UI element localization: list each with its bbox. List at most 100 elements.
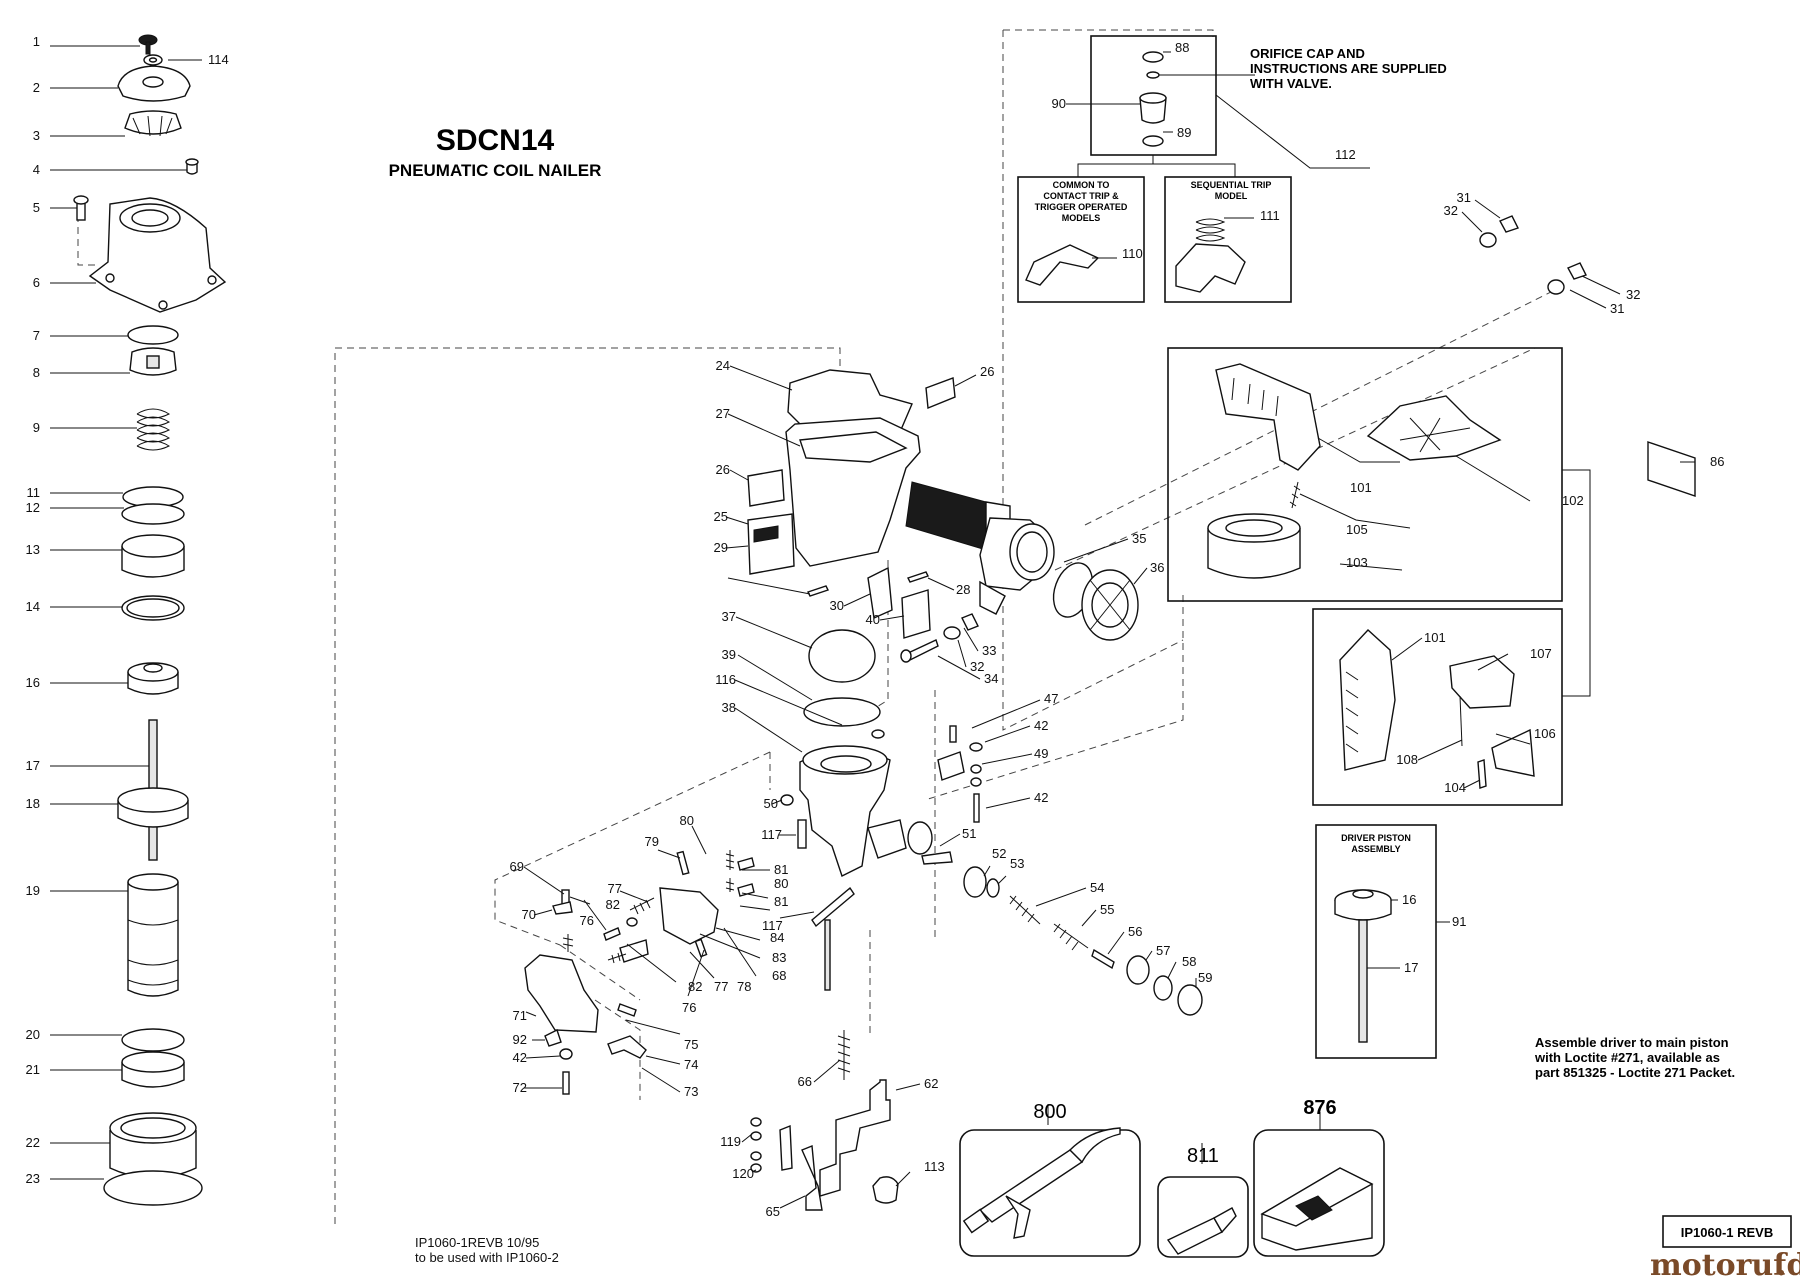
- part-callout-52: 52: [992, 846, 1006, 861]
- accessory-800: [959, 1127, 1141, 1257]
- part-callout-4: 4: [33, 162, 40, 177]
- part-callout-104: 104: [1444, 780, 1466, 795]
- part-callout-79: 79: [645, 834, 659, 849]
- part-callout-105: 105: [1346, 522, 1368, 537]
- part-callout-111: 111: [1260, 208, 1280, 223]
- part-callout-120: 120: [732, 1166, 754, 1181]
- part-callout-32: 32: [970, 659, 984, 674]
- part-callout-32: 32: [1626, 287, 1640, 302]
- common-trip-caption-3: TRIGGER OPERATED: [1035, 202, 1128, 212]
- part-callout-77: 77: [608, 881, 622, 896]
- part-callout-24: 24: [716, 358, 730, 373]
- part-callout-56: 56: [1128, 924, 1142, 939]
- magazine-box-upper: [1167, 347, 1591, 697]
- part-callout-42: 42: [513, 1050, 527, 1065]
- part-callout-22: 22: [26, 1135, 40, 1150]
- part-callout-89: 89: [1177, 125, 1191, 140]
- part-callout-16: 16: [1402, 892, 1416, 907]
- watermark-main: motoruf: [1650, 1248, 1788, 1280]
- footer-code-line-1: IP1060-1REVB 10/95: [415, 1235, 539, 1250]
- part-callout-72: 72: [513, 1080, 527, 1095]
- part-callout-13: 13: [26, 542, 40, 557]
- part-callout-59: 59: [1198, 970, 1212, 985]
- part-callout-76: 76: [580, 913, 594, 928]
- accessory-label-800: 800: [1033, 1101, 1066, 1123]
- part-callout-26: 26: [716, 462, 730, 477]
- part-callout-117: 117: [761, 827, 782, 842]
- part-callout-12: 12: [26, 500, 40, 515]
- magazine-plates: [750, 1079, 899, 1211]
- part-callout-26: 26: [980, 364, 994, 379]
- part-callout-1: 1: [33, 34, 40, 49]
- part-callout-34: 34: [984, 671, 998, 686]
- assemble-note-line-1: Assemble driver to main piston: [1535, 1035, 1729, 1050]
- orifice-note-line-2: INSTRUCTIONS ARE SUPPLIED: [1250, 61, 1447, 76]
- part-callout-76: 76: [682, 1000, 696, 1015]
- part-callout-90: 90: [1052, 96, 1066, 111]
- accessory-811: [1157, 1176, 1249, 1258]
- part-callout-25: 25: [714, 509, 728, 524]
- part-callout-37: 37: [722, 609, 736, 624]
- left-column-parts: [73, 34, 227, 1206]
- nuts-31-32: [1479, 215, 1587, 295]
- part-callout-107: 107: [1530, 646, 1552, 661]
- driver-piston-box: [1315, 824, 1450, 1059]
- assembly-guide-lines: [77, 29, 1556, 1224]
- part-callout-80: 80: [774, 876, 788, 891]
- part-callout-23: 23: [26, 1171, 40, 1186]
- part-callout-36: 36: [1150, 560, 1164, 575]
- part-callout-30: 30: [830, 598, 844, 613]
- part-callout-47: 47: [1044, 691, 1058, 706]
- part-callout-18: 18: [26, 796, 40, 811]
- part-callout-39: 39: [722, 647, 736, 662]
- part-callout-35: 35: [1132, 531, 1146, 546]
- part-callout-70: 70: [522, 907, 536, 922]
- valve-detail-box: [1066, 35, 1370, 177]
- part-callout-113: 113: [924, 1159, 945, 1174]
- part-callout-21: 21: [26, 1062, 40, 1077]
- part-callout-108: 108: [1396, 752, 1418, 767]
- part-callout-101: 101: [1424, 630, 1446, 645]
- part-callout-57: 57: [1156, 943, 1170, 958]
- part-callout-81: 81: [774, 862, 788, 877]
- accessory-876: [1253, 1129, 1385, 1257]
- accessory-label-811: 811: [1187, 1145, 1219, 1167]
- part-callout-91: 91: [1452, 914, 1466, 929]
- part-callout-119: 119: [720, 1134, 741, 1149]
- driver-piston-caption-1: DRIVER PISTON: [1341, 833, 1411, 843]
- part-callout-28: 28: [956, 582, 970, 597]
- part-callout-27: 27: [716, 406, 730, 421]
- part-callout-40: 40: [866, 612, 880, 627]
- nose-assembly: [780, 629, 1203, 1080]
- part-callout-20: 20: [26, 1027, 40, 1042]
- part-callout-7: 7: [33, 328, 40, 343]
- sequential-trip-caption-2: MODEL: [1215, 191, 1248, 201]
- part-callout-11: 11: [27, 485, 41, 500]
- part-callout-53: 53: [1010, 856, 1024, 871]
- part-callout-8: 8: [33, 365, 40, 380]
- common-trip-caption-1: COMMON TO: [1053, 180, 1110, 190]
- part-callout-66: 66: [798, 1074, 812, 1089]
- accessory-label-876: 876: [1303, 1097, 1336, 1119]
- left-leaders: [50, 45, 202, 1180]
- part-callout-71: 71: [513, 1008, 527, 1023]
- part-callout-33: 33: [982, 643, 996, 658]
- part-callout-82: 82: [606, 897, 620, 912]
- magazine-box-lower: [1312, 608, 1563, 806]
- part-callout-103: 103: [1346, 555, 1368, 570]
- sequential-trip-caption-1: SEQUENTIAL TRIP: [1191, 180, 1272, 190]
- part-callout-2: 2: [33, 80, 40, 95]
- trigger-assembly: [524, 850, 755, 1095]
- footer-code-line-2: to be used with IP1060-2: [415, 1250, 559, 1265]
- part-callout-31: 31: [1610, 301, 1624, 316]
- part-callout-17: 17: [26, 758, 40, 773]
- part-callout-5: 5: [33, 200, 40, 215]
- center-leaders: [523, 199, 1695, 1209]
- orifice-note-line-1: ORIFICE CAP AND: [1250, 46, 1365, 61]
- part-callout-82: 82: [688, 979, 702, 994]
- part-callout-102: 102: [1562, 493, 1584, 508]
- part-callout-62: 62: [924, 1076, 938, 1091]
- part-callout-42: 42: [1034, 718, 1048, 733]
